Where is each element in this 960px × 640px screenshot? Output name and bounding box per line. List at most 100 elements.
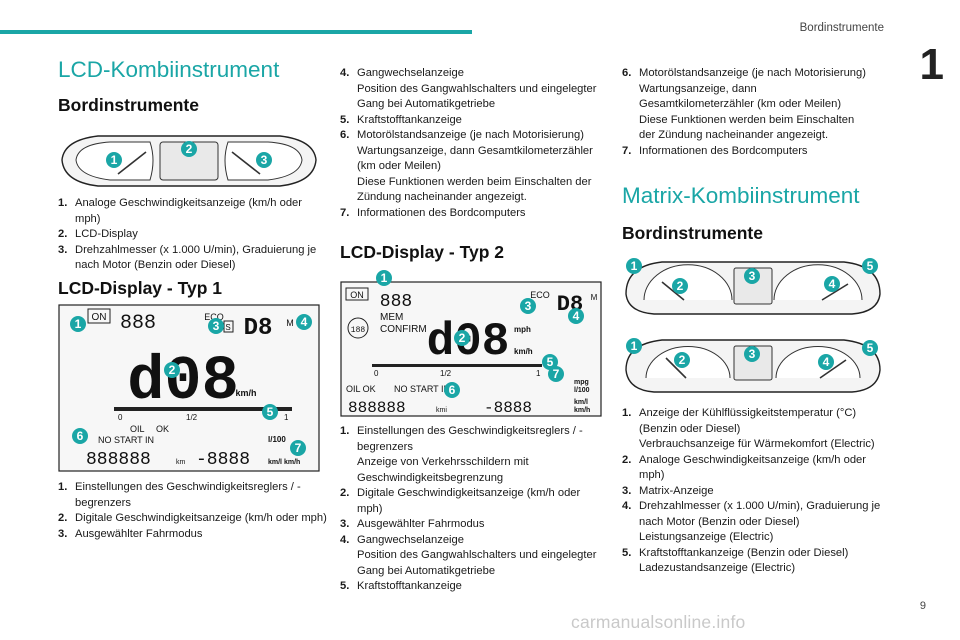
- subheading-matrix-instruments: Bordinstrumente: [622, 223, 763, 243]
- list-lcd-cluster-parts: 1.Analoge Geschwindigkeitsanzeige (km/h …: [58, 196, 328, 274]
- svg-text:1: 1: [536, 369, 541, 378]
- svg-text:4: 4: [301, 315, 308, 329]
- callout-3-label: 3: [261, 153, 268, 167]
- svg-text:3: 3: [213, 319, 220, 333]
- svg-text:188: 188: [351, 326, 366, 335]
- svg-text:2: 2: [169, 363, 176, 377]
- list-item: 5.Kraftstofftankanzeige: [340, 113, 462, 126]
- list-matrix-cluster: 1.Anzeige der Kühlflüssigkeitstemperatur…: [622, 406, 892, 577]
- svg-text:1: 1: [284, 413, 289, 422]
- list-item: 1.Einstellungen des Geschwindigkeitsregl…: [58, 481, 301, 509]
- figure-matrix-cluster-2: 1 2 3 4 5: [622, 334, 884, 396]
- subheading-lcd-type1: LCD-Display - Typ 1: [58, 278, 223, 298]
- chapter-number: 1: [919, 40, 944, 89]
- svg-text:M: M: [591, 293, 598, 302]
- svg-text:5: 5: [547, 355, 554, 369]
- figure-matrix-cluster-1: 1 2 3 4 5: [622, 254, 884, 320]
- svg-text:M: M: [286, 318, 294, 328]
- list-item: 6.Motorölstandsanzeige (je nach Motorisi…: [622, 67, 866, 141]
- svg-text:7: 7: [295, 441, 302, 455]
- svg-text:4: 4: [823, 355, 830, 369]
- svg-text:km/h: km/h: [235, 388, 256, 398]
- list-item: 3.Matrix-Anzeige: [622, 484, 714, 497]
- page-number: 9: [919, 600, 926, 612]
- svg-text:MEM: MEM: [380, 312, 403, 323]
- svg-text:1/2: 1/2: [186, 413, 198, 422]
- header-section-title: Bordinstrumente: [799, 22, 884, 34]
- svg-text:mpg: mpg: [574, 379, 589, 386]
- callout-1: [106, 152, 122, 168]
- svg-text:OK: OK: [156, 424, 169, 434]
- svg-text:0: 0: [374, 369, 379, 378]
- callout-2-label: 2: [186, 142, 193, 156]
- svg-text:OIL: OIL: [130, 424, 145, 434]
- list-lcd-type1: 1.Einstellungen des Geschwindigkeitsregl…: [58, 480, 328, 542]
- svg-text:3: 3: [749, 347, 756, 361]
- svg-text:3: 3: [525, 299, 532, 313]
- list-item: 5.Kraftstofftankanzeige (Benzin oder Die…: [622, 546, 849, 575]
- svg-text:km/h: km/h: [574, 407, 590, 414]
- section-heading-matrix-cluster: Matrix-Kombiinstrument: [622, 183, 860, 208]
- svg-text:km/l: km/l: [574, 399, 588, 406]
- svg-text:km/l km/h: km/l km/h: [268, 459, 300, 466]
- svg-text:ON: ON: [350, 290, 364, 300]
- svg-text:NO START IN: NO START IN: [98, 435, 154, 445]
- svg-text:6: 6: [77, 429, 84, 443]
- svg-text:-8888: -8888: [484, 399, 532, 417]
- svg-text:CONFIRM: CONFIRM: [380, 324, 427, 335]
- subheading-instruments: Bordinstrumente: [58, 95, 199, 115]
- list-item: 6.Motorölstandsanzeige (je nach Motorisi…: [340, 129, 593, 203]
- callout-3: [256, 152, 272, 168]
- svg-text:km/h: km/h: [514, 347, 533, 356]
- figure-lcd-type1: ON 888 ECO S D8 M d08 km/h 0 1/2 1 OIL O…: [58, 304, 320, 472]
- svg-text:888888: 888888: [86, 450, 151, 470]
- svg-text:5: 5: [867, 341, 874, 355]
- svg-text:3: 3: [749, 269, 756, 283]
- svg-text:4: 4: [573, 309, 580, 323]
- svg-text:2: 2: [459, 331, 466, 345]
- svg-text:S: S: [225, 323, 230, 332]
- list-item: 1.Analoge Geschwindigkeitsanzeige (km/h …: [58, 197, 302, 225]
- svg-text:2: 2: [679, 353, 686, 367]
- svg-text:1: 1: [631, 339, 638, 353]
- svg-text:l/100: l/100: [268, 435, 286, 444]
- svg-text:kmi: kmi: [436, 407, 447, 414]
- svg-text:1/2: 1/2: [440, 369, 452, 378]
- svg-text:ON: ON: [92, 312, 107, 323]
- list-item: 3.Ausgewählter Fahrmodus: [58, 527, 203, 540]
- svg-text:5: 5: [867, 259, 874, 273]
- svg-text:l/100: l/100: [574, 387, 590, 394]
- figure-lcd-cluster: 1 2 3: [58, 130, 320, 190]
- callout-1-label: 1: [111, 153, 118, 167]
- list-item: 1.Einstellungen des Geschwindigkeitsregl…: [340, 425, 583, 484]
- svg-text:km: km: [176, 459, 186, 466]
- svg-text:0: 0: [118, 413, 123, 422]
- list-item: 3.Drehzahlmesser (x 1.000 U/min), Gradui…: [58, 243, 317, 272]
- header-accent-bar: [0, 30, 472, 34]
- list-lcd-type2-continued: 6.Motorölstandsanzeige (je nach Motorisi…: [622, 66, 872, 159]
- svg-text:5: 5: [267, 405, 274, 419]
- svg-text:1: 1: [381, 271, 388, 285]
- svg-text:6: 6: [449, 383, 456, 397]
- svg-text:2: 2: [677, 279, 684, 293]
- svg-text:888888: 888888: [348, 399, 406, 417]
- svg-text:1: 1: [631, 259, 638, 273]
- list-item: 2.Digitale Geschwindigkeitsanzeige (km/h…: [58, 512, 327, 524]
- svg-text:888: 888: [380, 292, 412, 312]
- list-item: 4.Drehzahlmesser (x 1.000 U/min), Gradui…: [622, 500, 881, 543]
- svg-text:1: 1: [75, 317, 82, 331]
- list-item: 5.Kraftstofftankanzeige: [340, 580, 462, 592]
- svg-text:7: 7: [553, 367, 560, 381]
- callout-2: [181, 141, 197, 157]
- svg-text:OIL OK: OIL OK: [346, 384, 376, 394]
- svg-text:888: 888: [120, 312, 156, 335]
- list-item: 3.Ausgewählter Fahrmodus: [340, 518, 485, 530]
- svg-text:D8: D8: [244, 315, 273, 342]
- subheading-lcd-type2: LCD-Display - Typ 2: [340, 242, 505, 262]
- list-item: 1.Anzeige der Kühlflüssigkeitstemperatur…: [622, 407, 875, 450]
- list-item: 7.Informationen des Bordcomputers: [340, 206, 526, 219]
- figure-lcd-type2: ON 888 ECO D8 M 188 MEM CONFIRM d08 mph …: [340, 270, 602, 418]
